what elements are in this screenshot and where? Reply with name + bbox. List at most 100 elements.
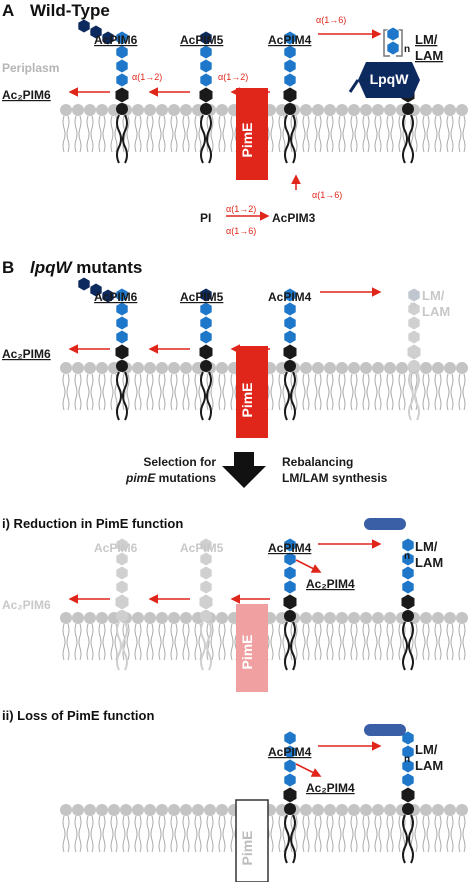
i-acpim6-label: AcPIM6 — [94, 541, 138, 555]
a-mem-lipid-tail — [330, 115, 334, 153]
ii-mem-lipid-tail — [102, 815, 106, 853]
ii-mem-lipid-tail — [294, 815, 298, 853]
ii-acpim4-mannose-hexagon — [283, 730, 297, 746]
i-mem-lipid-head — [360, 612, 372, 624]
b-mem-lipid-tail — [194, 373, 198, 411]
ii-lm-glycerol-head — [402, 803, 414, 815]
b-mem-lipid-tail — [458, 373, 462, 411]
b-mem-lipid-tail — [122, 373, 126, 411]
ii-mem-lipid-tail — [390, 815, 394, 853]
a-mem-lipid-tail — [338, 115, 342, 153]
ii-mem-lipid-head — [420, 804, 432, 816]
b-lm-acyl-tail — [408, 371, 414, 421]
b-acpim6-inositol-hexagon — [114, 343, 130, 361]
b-acpim4-inositol-hexagon — [282, 343, 298, 361]
i-acpim5-glycerol-head — [200, 610, 212, 622]
ii-mem-lipid-tail — [194, 815, 198, 853]
a-mem-lipid-tail — [314, 115, 318, 153]
b-mem-lipid-tail — [422, 373, 426, 411]
ii-mem-lipid-tail — [158, 815, 162, 853]
a-mem-lipid-tail — [438, 115, 442, 153]
b-mem-lipid-tail — [390, 373, 394, 411]
b-mem-lipid-head — [312, 362, 324, 374]
i-mem-lipid-tail — [434, 623, 438, 661]
i-acpim4-mannose-hexagon — [283, 579, 297, 595]
i-mem-lipid-tail — [78, 623, 82, 661]
i-mem-lipid-tail — [342, 623, 346, 661]
i-mem-lipid-tail — [174, 623, 178, 661]
a-mem-lipid-tail — [350, 115, 354, 153]
i-acpim4-inositol-hexagon — [282, 593, 298, 611]
ii-pime-box — [235, 799, 269, 882]
a-acpim5-mannose-hexagon — [199, 58, 213, 74]
a-acpim4-label: AcPIM4 — [268, 33, 312, 47]
a-mem-lipid-head — [444, 104, 456, 116]
i-mem-lipid-tail — [102, 623, 106, 661]
b-mem-lipid-tail — [318, 373, 322, 411]
lpqw-label: LpqW — [370, 71, 410, 87]
i-mem-lipid-tail — [438, 623, 442, 661]
a-mem-lipid-tail — [270, 115, 274, 153]
a-mem-lipid-head — [72, 104, 84, 116]
i-mem-lipid-tail — [362, 623, 366, 661]
b-mem-lipid-head — [144, 362, 156, 374]
i-mem-lipid-head — [180, 612, 192, 624]
b-mem-lipid-head — [96, 362, 108, 374]
panel-a-title: Wild-Type — [30, 1, 110, 20]
b-mem-lipid-tail — [402, 373, 406, 411]
a-lm-acyl-tail — [402, 114, 408, 164]
ii-mem-lipid-tail — [350, 815, 354, 853]
i-lm-mannose-hexagon — [401, 551, 415, 567]
a-pime-label: PimE — [239, 122, 255, 157]
i-ac2pim4-label: Ac₂PIM4 — [306, 577, 355, 591]
b-mem-lipid-tail — [98, 373, 102, 411]
ii-mem-lipid-head — [444, 804, 456, 816]
a-mem-lipid-tail — [134, 115, 138, 153]
b-mem-lipid-tail — [342, 373, 346, 411]
b-pime-label: PimE — [239, 382, 255, 417]
a-pime-box — [236, 88, 268, 180]
b-acpim6-acyl-tail — [116, 371, 122, 421]
ii-mem-lipid-tail — [422, 815, 426, 853]
a-acpim6-acyl-tail — [116, 114, 122, 164]
i-mem-lipid-tail — [450, 623, 454, 661]
a-acpim4-mannose-hexagon — [283, 58, 297, 74]
b-acpim5-mannose-hexagon — [199, 301, 213, 317]
a-mem-lipid-head — [60, 104, 72, 116]
b-acpim5-glycerol-head — [200, 360, 212, 372]
b-acpim6-mannose-hexagon — [115, 301, 129, 317]
b-mem-lipid-tail — [350, 373, 354, 411]
ii-mem-lipid-tail — [98, 815, 102, 853]
i-mem-lipid-tail — [158, 623, 162, 661]
a-mem-lipid-tail — [462, 115, 466, 153]
a-acpim4-acyl-tail — [284, 114, 290, 164]
i-mem-lipid-tail — [446, 623, 450, 661]
a-mem-lipid-tail — [194, 115, 198, 153]
i-mem-lipid-head — [168, 612, 180, 624]
i-mem-lipid-tail — [230, 623, 234, 661]
a-acpim5-acyl-tail — [200, 114, 206, 164]
i-mem-lipid-tail — [146, 623, 150, 661]
i-mem-lipid-head — [60, 612, 72, 624]
ii-mem-lipid-tail — [314, 815, 318, 853]
ii-mem-lipid-tail — [450, 815, 454, 853]
ii-lm-acyl-tail — [402, 814, 408, 864]
a-ac2pim6-label: Ac₂PIM6 — [2, 88, 51, 102]
pi-label: PI — [200, 211, 211, 225]
b-mem-lipid-tail — [174, 373, 178, 411]
i-lm-inositol-hexagon — [400, 593, 416, 611]
a-acpim4-mannose-hexagon — [283, 44, 297, 60]
i-acpim6-glycerol-head — [116, 610, 128, 622]
panel-b-title: lpqW mutants — [30, 258, 142, 277]
selection-pime-italic: pimE — [125, 471, 156, 485]
i-mem-lipid-tail — [66, 623, 70, 661]
a-mem-lipid-tail — [386, 115, 390, 153]
b-acpim4-mannose-hexagon — [283, 329, 297, 345]
a-lam-label: LAM — [415, 48, 443, 63]
a-mem-lipid-head — [84, 104, 96, 116]
i-lm-mannose-hexagon — [401, 565, 415, 581]
i-mem-lipid-tail — [458, 623, 462, 661]
i-acpim4-mannose-hexagon — [283, 565, 297, 581]
a-mem-lipid-tail — [366, 115, 370, 153]
ii-mem-lipid-tail — [110, 815, 114, 853]
